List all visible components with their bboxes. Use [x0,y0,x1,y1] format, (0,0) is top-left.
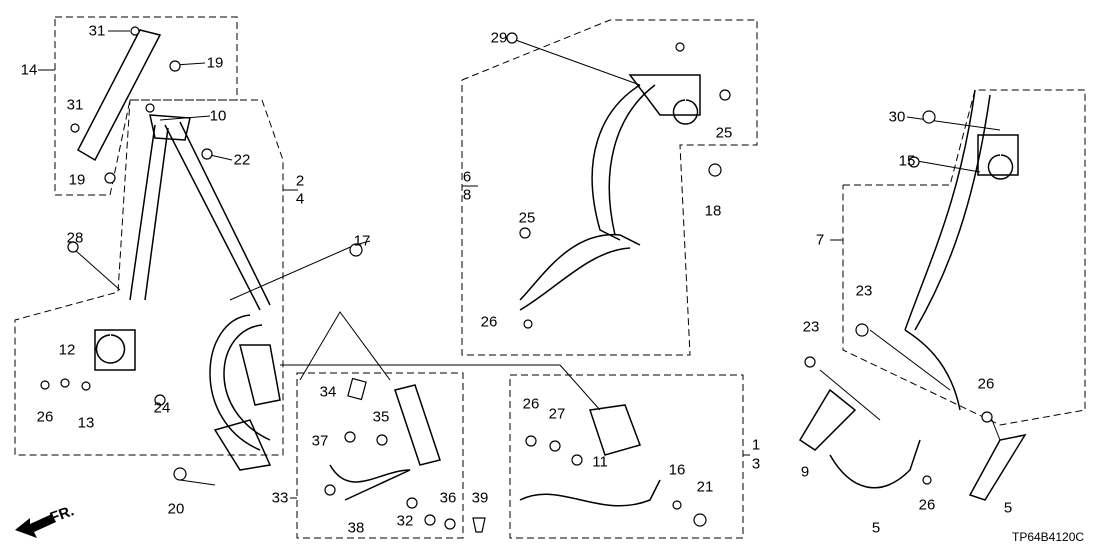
buckle-33 [329,384,441,501]
callout-26b: 26 [480,313,498,331]
callout-26c: 26 [977,375,995,393]
anchor-plate [149,114,191,141]
callout-6: 6 [462,168,472,186]
callout-16: 16 [668,461,686,479]
group-14-outline [54,16,238,196]
callout-29: 29 [490,29,508,47]
front-belt-lap [209,314,271,451]
callout-10: 10 [209,107,227,125]
callout-26a: 26 [36,408,54,426]
callout-31a: 31 [88,22,106,40]
callout-37: 37 [311,432,329,450]
group-7-outline [842,89,1086,426]
fasteners [40,26,993,533]
callout-34: 34 [319,383,337,401]
buckle-5-right [968,433,1027,501]
callout-36: 36 [439,489,457,507]
front-arrow-icon [15,514,56,538]
callout-18: 18 [704,202,722,220]
callout-31b: 31 [66,96,84,114]
callout-24: 24 [153,399,171,417]
callout-23b: 23 [802,318,820,336]
retractor-center [977,134,1019,180]
callout-23a: 23 [855,282,873,300]
group-2-4-outline [14,99,284,456]
callout-5a: 5 [871,519,881,537]
rear-buckle-harness [213,419,272,471]
callout-3: 3 [751,455,761,473]
callout-19b: 19 [68,171,86,189]
group-33-outline [296,372,464,539]
group-1-3-outline [509,374,744,539]
retractor-front [94,329,136,371]
buckle-1-3 [519,404,661,507]
rear-belt-lap [519,234,641,311]
buckle-9 [798,388,857,451]
callout-27: 27 [548,405,566,423]
retractor-rear [628,74,701,125]
diagram-code: TP64B4120C [1012,530,1085,544]
bracket-clip [239,344,281,406]
callout-33: 33 [271,489,289,507]
callout-12: 12 [58,341,76,359]
callout-26d: 26 [918,496,936,514]
callout-32: 32 [396,512,414,530]
callout-30: 30 [888,108,906,126]
rail-14 [77,29,162,162]
callout-2: 2 [295,172,305,190]
callout-25b: 25 [518,209,536,227]
callout-9: 9 [800,463,810,481]
callout-13: 13 [77,414,95,432]
callout-38: 38 [347,519,365,537]
center-belt [904,89,991,411]
callout-26e: 26 [522,395,540,413]
callout-5b: 5 [1003,499,1013,517]
callout-4: 4 [295,190,305,208]
callout-15: 15 [898,152,916,170]
callout-11: 11 [592,453,608,471]
callout-1: 1 [751,436,761,454]
leader-lines [38,30,1001,499]
callout-39: 39 [471,489,489,507]
front-belt-left [129,124,169,301]
rear-belt-outer [591,84,656,241]
buckle-5-center [829,439,921,489]
callout-22: 22 [233,151,251,169]
callout-17: 17 [353,232,371,250]
group-outlines [14,16,1086,539]
callout-14: 14 [20,61,38,79]
callout-7: 7 [815,231,825,249]
callout-8: 8 [462,186,472,204]
group-6-8-outline [461,19,758,356]
callout-25a: 25 [715,124,733,142]
front-belt-right [164,121,271,311]
callout-19a: 19 [206,54,224,72]
callout-20: 20 [167,500,185,518]
belt-drawings [77,29,1027,507]
callout-21: 21 [696,478,714,496]
callout-35: 35 [372,408,390,426]
callout-28: 28 [66,229,84,247]
